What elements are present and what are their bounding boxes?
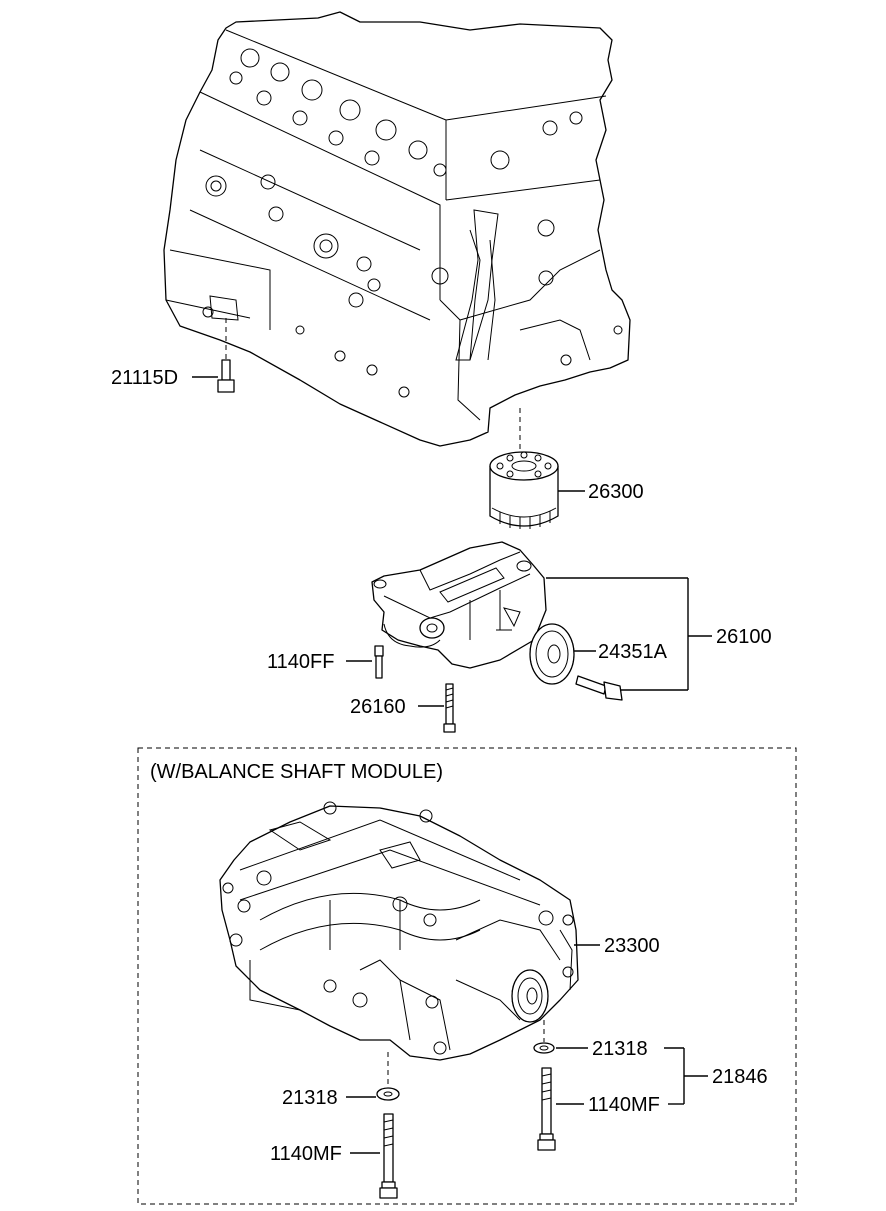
- label-21115D: 21115D: [111, 367, 178, 389]
- bolt-21115D: [192, 318, 235, 393]
- label-21318-left: 21318: [282, 1087, 338, 1109]
- oil-pump-26100: [371, 541, 712, 691]
- bracket-21846: [664, 1047, 708, 1105]
- engine-block: [163, 11, 631, 447]
- gear-24351A: [529, 623, 596, 685]
- module-caption: (W/BALANCE SHAFT MODULE): [150, 761, 443, 783]
- label-23300: 23300: [604, 935, 660, 957]
- balance-shaft-module-23300: [219, 801, 600, 1061]
- washer-21318-right: [533, 1020, 588, 1054]
- washer-21318-left: [346, 1052, 400, 1101]
- label-1140MF-right: 1140MF: [588, 1094, 660, 1116]
- balance-shaft-module-box: [137, 747, 797, 1205]
- flange-bolt: [575, 675, 623, 701]
- bolt-26160: [418, 683, 456, 733]
- label-1140FF: 1140FF: [267, 651, 334, 673]
- oil-filter-26300: [489, 408, 585, 529]
- bolt-1140FF: [346, 645, 384, 679]
- label-24351A: 24351A: [598, 641, 668, 663]
- label-1140MF-left: 1140MF: [270, 1143, 342, 1165]
- bolt-1140MF-right: [537, 1067, 584, 1151]
- label-26160: 26160: [350, 696, 406, 718]
- label-21846: 21846: [712, 1066, 768, 1088]
- label-26300: 26300: [588, 481, 644, 503]
- label-26100: 26100: [716, 626, 772, 648]
- bolt-1140MF-left: [350, 1113, 398, 1199]
- label-21318-right: 21318: [592, 1038, 648, 1060]
